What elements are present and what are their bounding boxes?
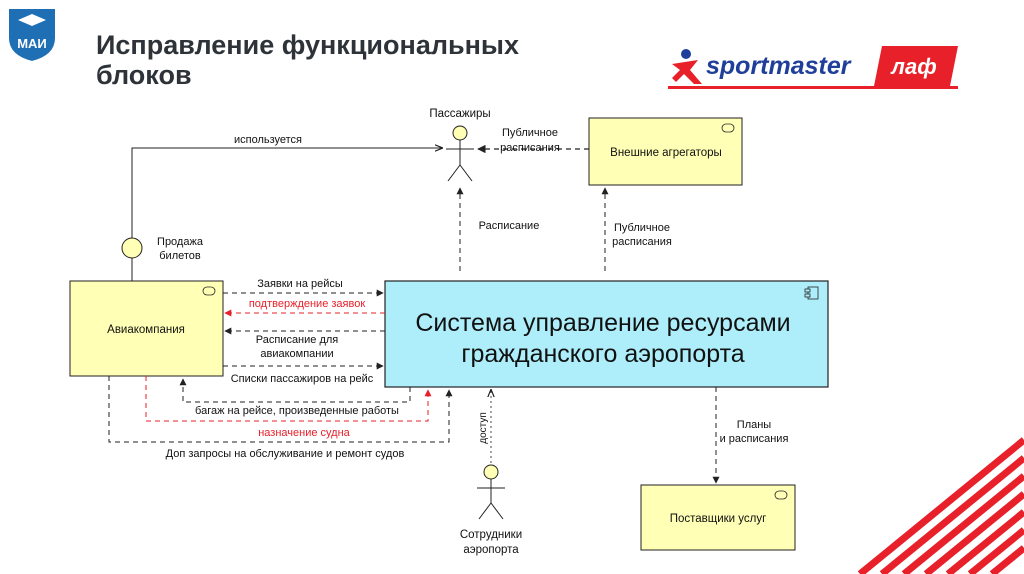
laf-logo-text: лаф: [890, 54, 936, 79]
flow-vessel-assign: назначение судна: [145, 376, 432, 439]
passengers-actor: Пассажиры: [429, 108, 491, 182]
airline-label: Авиакомпания: [107, 324, 185, 336]
slide-title-line1: Исправление функциональных: [96, 30, 519, 60]
flow-public-schedule-top: Публичное расписания: [477, 127, 589, 154]
system-node: Система управление ресурсами гражданског…: [384, 280, 829, 388]
flow-confirm-requests: подтверждение заявок: [224, 298, 385, 317]
flow-schedule-label: Расписание: [479, 220, 540, 232]
flow-flight-requests-label: Заявки на рейсы: [257, 278, 343, 290]
flow-access-label: доступ: [478, 412, 489, 444]
flow-extra-requests-label: Доп запросы на обслуживание и ремонт суд…: [166, 448, 405, 460]
flow-baggage: багаж на рейсе, произведенные работы: [179, 378, 411, 417]
aggregators-node: Внешние агрегаторы: [588, 117, 743, 186]
aggregators-label: Внешние агрегаторы: [610, 147, 722, 159]
flow-airline-schedule-label2: авиакомпании: [260, 348, 333, 360]
component-icon: [774, 490, 788, 500]
staff-label-line1: Сотрудники: [460, 529, 522, 541]
mai-logo: МАИ: [7, 7, 57, 64]
flow-airline-schedule-label1: Расписание для: [256, 334, 339, 346]
flow-public-schedule-right: Публичное расписания: [601, 187, 672, 271]
component-icon: [804, 286, 819, 300]
flow-flight-requests: Заявки на рейсы: [223, 278, 384, 297]
flow-airline-schedule: Расписание для авиакомпании: [224, 327, 385, 360]
providers-node: Поставщики услуг: [640, 484, 796, 551]
ticket-sale-label-line2: билетов: [159, 250, 201, 262]
ticket-sale-label-line1: Продажа: [157, 236, 204, 248]
system-label-line1: Система управление ресурсами: [415, 309, 790, 337]
providers-label: Поставщики услуг: [670, 513, 767, 525]
sportmaster-logo-text: sportmaster: [706, 52, 852, 80]
flow-plans-label2: и расписания: [720, 433, 789, 445]
flow-baggage-label: багаж на рейсе, произведенные работы: [195, 405, 399, 417]
component-icon: [721, 123, 735, 133]
flow-used: используется: [131, 134, 442, 238]
flow-confirm-requests-label: подтверждение заявок: [249, 298, 365, 310]
flow-public-schedule-top-label1: Публичное: [502, 127, 558, 139]
staff-label-line2: аэропорта: [463, 544, 519, 556]
flow-access: доступ: [478, 390, 491, 463]
flow-plans-label1: Планы: [737, 419, 772, 431]
flow-public-schedule-right-label2: расписания: [612, 236, 672, 248]
component-icon: [202, 286, 216, 296]
flow-public-schedule-right-label1: Публичное: [614, 222, 670, 234]
mai-logo-text: МАИ: [17, 36, 47, 51]
passengers-label: Пассажиры: [429, 108, 490, 120]
person-icon: [477, 464, 505, 520]
flow-public-schedule-top-label2: расписания: [500, 142, 560, 154]
flow-passenger-lists-label: Списки пассажиров на рейс: [231, 373, 374, 385]
flow-extra-requests: Доп запросы на обслуживание и ремонт суд…: [108, 376, 453, 460]
flow-schedule: Расписание: [456, 187, 540, 271]
staff-actor: Сотрудники аэропорта: [460, 464, 522, 556]
airline-node: Авиакомпания: [69, 280, 224, 377]
ticket-sale-interface: Продажа билетов: [121, 236, 204, 281]
decorative-stripes: [857, 437, 1024, 574]
system-label-line2: гражданского аэропорта: [461, 340, 744, 368]
flow-vessel-assign-label: назначение судна: [258, 427, 350, 439]
slide-title: Исправление функциональных блоков: [96, 30, 519, 90]
flow-used-label: используется: [234, 134, 302, 146]
sportmaster-logo: sportmaster лаф: [668, 46, 958, 89]
sportmaster-figure-icon: [672, 49, 702, 84]
slide-title-line2: блоков: [96, 60, 192, 90]
flow-plans: Планы и расписания: [712, 387, 789, 484]
person-icon: [446, 125, 474, 182]
flow-passenger-lists: Списки пассажиров на рейс: [223, 362, 384, 385]
